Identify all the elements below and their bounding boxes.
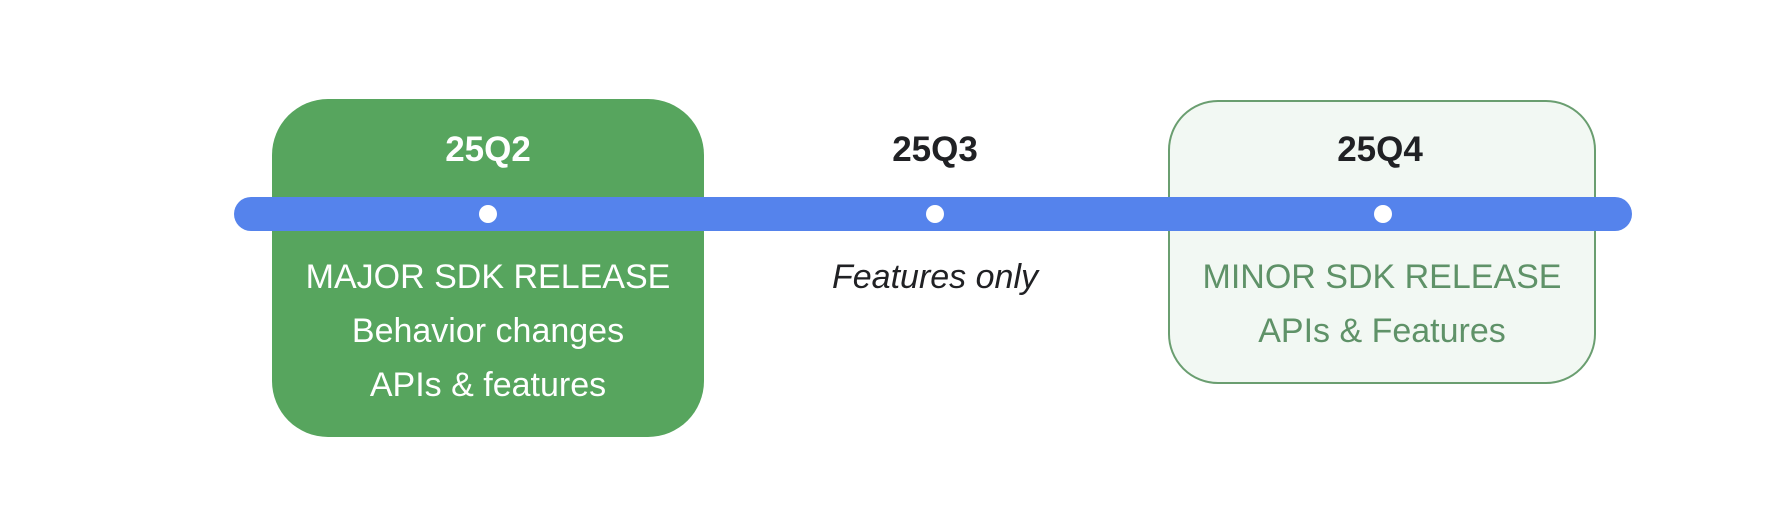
milestone-dot-25q3 bbox=[926, 205, 944, 223]
major-release-title: MAJOR SDK RELEASE bbox=[305, 258, 671, 296]
features-only-label: Features only bbox=[832, 258, 1038, 296]
milestone-dot-25q2 bbox=[479, 205, 497, 223]
quarter-label-25q4: 25Q4 bbox=[1337, 130, 1423, 169]
minor-release-card bbox=[1168, 100, 1596, 384]
minor-release-title: MINOR SDK RELEASE bbox=[1202, 258, 1562, 296]
major-release-description: MAJOR SDK RELEASE Behavior changes APIs … bbox=[272, 250, 704, 412]
quarter-label-25q3: 25Q3 bbox=[892, 130, 978, 169]
major-release-item-apis: APIs & features bbox=[369, 366, 607, 404]
milestone-dot-25q4 bbox=[1374, 205, 1392, 223]
major-release-card bbox=[272, 99, 704, 437]
minor-release-item-apis: APIs & Features bbox=[1258, 312, 1506, 350]
minor-release-description: MINOR SDK RELEASE APIs & Features bbox=[1168, 250, 1596, 358]
features-only-description: Features only bbox=[735, 250, 1135, 304]
quarter-label-25q2: 25Q2 bbox=[445, 130, 531, 169]
major-release-item-behavior: Behavior changes bbox=[351, 312, 625, 350]
